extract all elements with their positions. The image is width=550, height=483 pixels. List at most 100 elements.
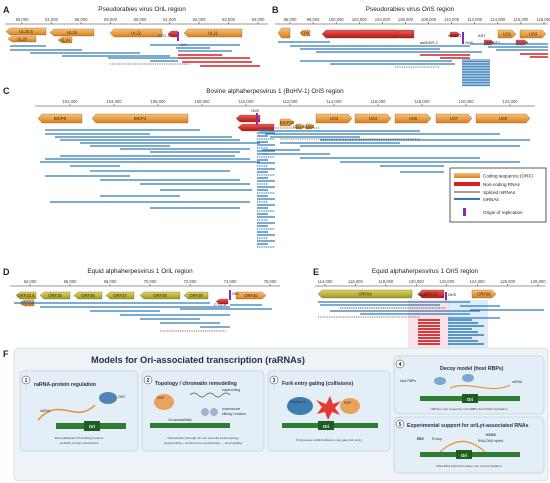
- model-box-3-label-replisome: Replisome: [290, 400, 306, 404]
- gene-arrow: [449, 31, 461, 38]
- gene-label: US3: [529, 32, 538, 37]
- model-box-2-title: Topology / chromatin remodeling: [155, 381, 237, 387]
- gene-arrow: [417, 289, 445, 299]
- axis-tick-label: 122,000: [439, 279, 455, 284]
- orc-protein-icon: [99, 392, 117, 404]
- model-box-1-number-badge: [21, 375, 31, 385]
- model-box-5-label-hcmv: HCMV: [486, 433, 497, 437]
- model-box-3: 3 Fork entry gating (collisions) Repliso…: [267, 370, 391, 452]
- axis-tick-label: 112,000: [283, 99, 298, 104]
- panel-d-title: Equid alphaherpesvirus 1 OriL region: [87, 268, 193, 275]
- panel-c: C Bovine alphaherpesvirus 1 (BoHV-1) Ori…: [3, 86, 547, 248]
- panel-d-label-oril: OriL: [232, 291, 240, 296]
- axis-tick-label: 120,000: [409, 279, 425, 284]
- panel-e-label-noir: NOIR: [418, 292, 428, 297]
- model-box-2-label-accessibility: Ori-accessibility: [168, 418, 192, 422]
- axis-tick-label: 116,000: [513, 17, 528, 22]
- gene-label: US3: [330, 116, 339, 121]
- gene-arrow: [279, 118, 295, 127]
- axis-tick-label: 108,000: [421, 17, 437, 22]
- panel-b-reads: [278, 41, 548, 87]
- gene-arrow: [315, 113, 353, 124]
- axis-tick-label: 104,000: [106, 99, 122, 104]
- axis-tick-label: 106,000: [398, 17, 414, 22]
- panel-c-reads: [40, 127, 530, 248]
- model-box-1-rna-strand: [37, 404, 96, 421]
- axis-tick-label: 120,000: [458, 99, 474, 104]
- axis-tick-label: 118,000: [415, 99, 430, 104]
- gene-label: US7: [450, 116, 459, 121]
- gene-label: ORF35: [48, 293, 62, 298]
- model-box-4-bg: [393, 355, 545, 415]
- panel-b-label-ast: AST: [478, 33, 486, 38]
- axis-tick-label: 59,000: [104, 17, 117, 22]
- panel-b-label-noir1: NOIR-1: [448, 33, 462, 38]
- gene-arrow: [15, 291, 37, 300]
- axis-tick-label: 51,000: [45, 17, 58, 22]
- gene-label: UL22: [131, 31, 142, 36]
- axis-tick-label: 118,000: [378, 279, 393, 284]
- axis-tick-label: 116,000: [371, 99, 386, 104]
- gene-label: US6: [409, 116, 418, 121]
- axis-tick-label: 61,000: [163, 17, 176, 22]
- gene-arrow: [394, 113, 432, 124]
- legend: Coding sequence (ORF) Non-coding RNAs Sp…: [449, 167, 547, 223]
- axis-tick-label: 66,000: [64, 279, 77, 284]
- axis-tick-label: 74,000: [224, 279, 237, 284]
- panel-e: E Equid alphaherpesvirus 1 OriS region 1…: [313, 267, 546, 350]
- gene-arrow: [183, 28, 243, 38]
- panel-c-label-oris: OriS: [251, 108, 259, 113]
- axis-tick-label: 98,000: [307, 17, 320, 22]
- model-box-4-rna-strand: [449, 384, 511, 390]
- model-box-2-label-nucleosome: nucleosome: [222, 407, 240, 411]
- axis-tick-label: 122,000: [502, 99, 518, 104]
- model-box-5-title: Experimental support for oriLyt-associat…: [407, 423, 529, 429]
- gene-arrow: [395, 30, 413, 39]
- gene-label: BICP4: [134, 116, 147, 121]
- axis-tick-label: 108,000: [194, 99, 210, 104]
- legend-swatch-mrna: [454, 198, 480, 200]
- legend-label-ncrna: Non-coding RNAs: [483, 182, 520, 187]
- model-box-4-label-rarna: raRNA: [512, 380, 523, 384]
- model-box-5-label-ori: Ori: [461, 453, 467, 458]
- axis-tick-label: 70,000: [144, 279, 157, 284]
- model-box-5-bg: [393, 416, 545, 474]
- model-box-1-number: 1: [25, 378, 28, 384]
- model-box-1: 1 raRNA-protein regulation ORC raRNA Ori…: [19, 370, 139, 452]
- panel-c-ori-marker: [256, 113, 258, 125]
- axis-tick-label: 104,000: [375, 17, 391, 22]
- legend-label-orf: Coding sequence (ORF): [483, 174, 533, 179]
- axis-tick-label: 72,000: [184, 279, 197, 284]
- panel-label-d: D: [3, 267, 10, 277]
- axis-tick-label: 102,000: [352, 17, 368, 22]
- gene-label: ORF33.5: [18, 293, 36, 298]
- panel-e-reads: [318, 300, 544, 350]
- gene-arrow: [355, 29, 397, 39]
- gene-label: ORF36: [81, 293, 95, 298]
- panel-label-c: C: [3, 86, 10, 96]
- axis-tick-label: 118,000: [537, 17, 550, 22]
- axis-tick-label: 62,000: [193, 17, 206, 22]
- gene-arrow: [317, 289, 413, 299]
- gene-arrow: [299, 29, 311, 37]
- gene-arrow: [497, 29, 517, 39]
- panel-e-title: Equid alphaherpesvirus 1 OriS region: [372, 268, 479, 275]
- gene-label: US1.67: [293, 124, 308, 129]
- panel-a-ori-marker: [177, 32, 179, 41]
- gene-label: UL25.5: [19, 29, 33, 34]
- gene-label: US2: [306, 124, 315, 129]
- axis-tick-label: 126,000: [500, 279, 516, 284]
- gene-label: US4: [369, 116, 378, 121]
- gene-arrow: [139, 291, 181, 300]
- gene-label: ORF40: [244, 293, 258, 298]
- axis-tick-label: 58,000: [75, 17, 88, 22]
- gene-label: BICP22: [280, 120, 295, 125]
- supercoiling-icon: [189, 392, 231, 398]
- model-box-1-caption-2: via RNA–protein interactions: [59, 441, 99, 445]
- gene-label: US8: [499, 116, 508, 121]
